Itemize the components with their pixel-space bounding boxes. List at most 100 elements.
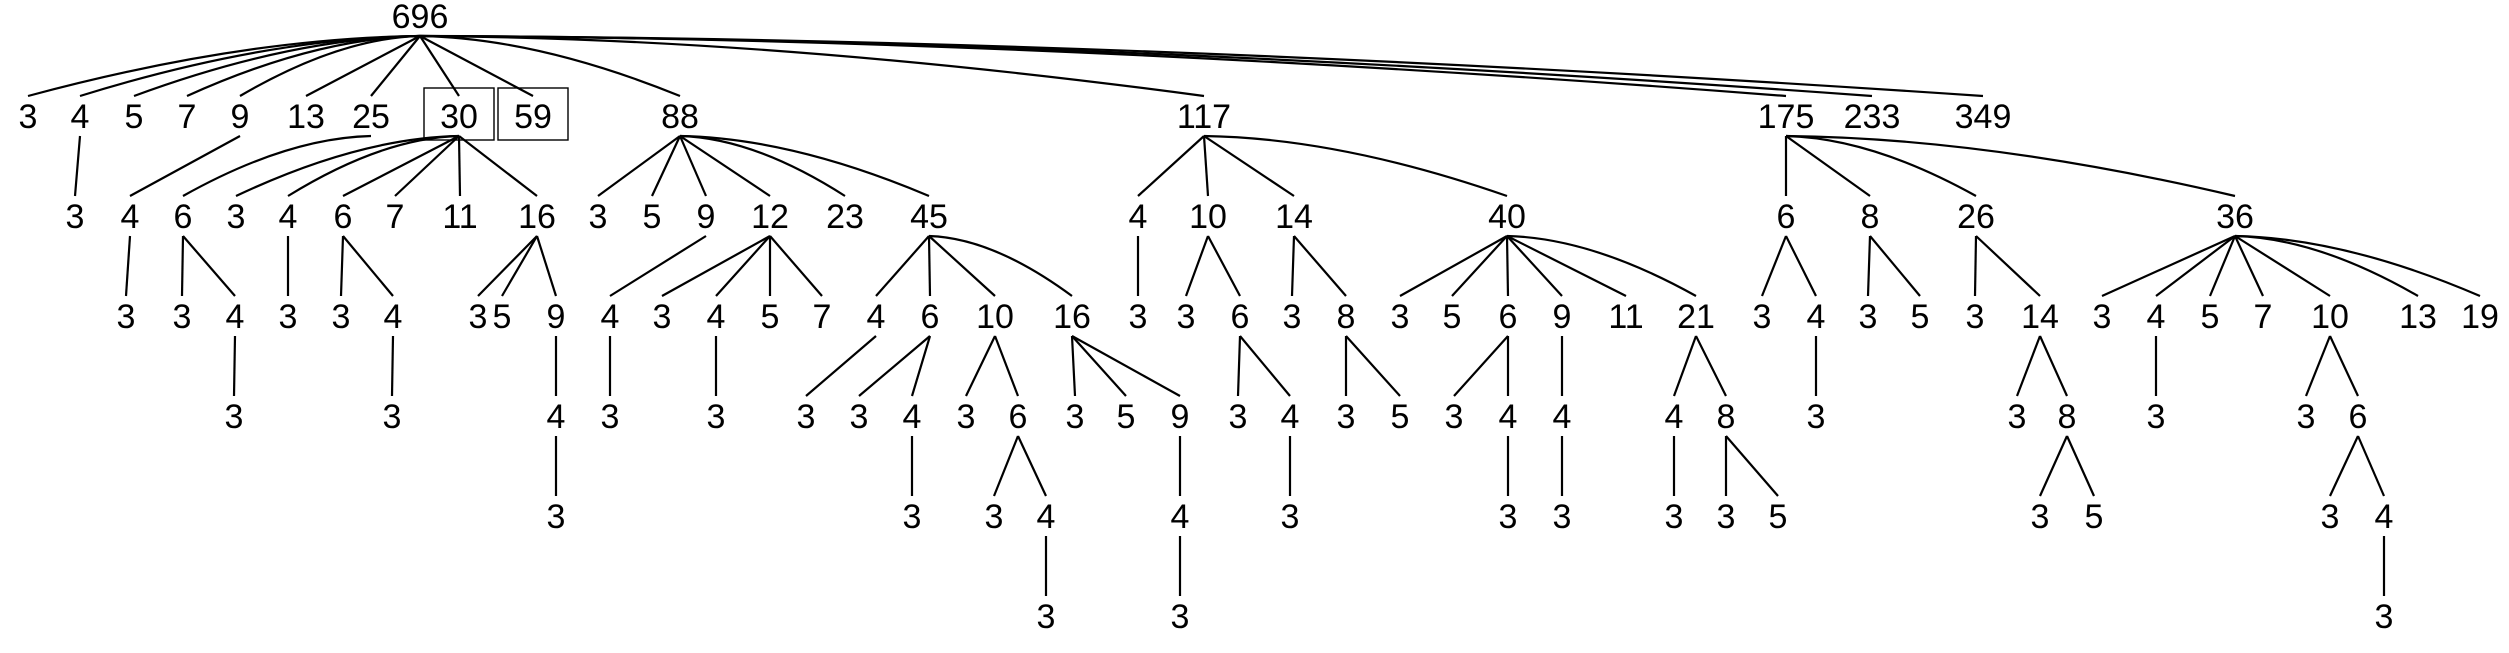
node-label-n696-30-4-3: 3 (279, 298, 298, 336)
edge-n696-30-to-n696-30-16 (458, 135, 538, 197)
edge-n696-25-to-n696-25-6 (182, 134, 372, 197)
node-label-n696-25-6-4: 4 (226, 298, 245, 336)
edge-n696-30-to-n696-30-7 (394, 135, 460, 197)
node-label-n696-117-10: 10 (1189, 198, 1227, 236)
edge-n696-to-n696-9 (239, 34, 421, 97)
node-label-n696-30-11: 11 (442, 198, 477, 236)
node-label-n696-7: 7 (178, 98, 197, 136)
node-label-n696-88-23: 23 (826, 198, 864, 236)
edge-n696-117-40-21-to-n696-117-40-21-4 (1672, 335, 1698, 397)
edge-n696-175-8-to-n696-175-8-3 (1866, 235, 1872, 297)
edge-n696-to-n696-88 (419, 34, 681, 98)
node-label-n696-88-45: 45 (910, 198, 948, 236)
edge-n696-175-36-10-6-to-n696-175-36-10-6-3 (2329, 435, 2359, 497)
edge-n696-88-12-to-n696-88-12-7 (769, 235, 823, 297)
node-label-n696-175-26-14-8-3: 3 (2031, 498, 2050, 536)
node-label-n696-117-10-6-3: 3 (1229, 398, 1248, 436)
edge-n696-25-6-to-n696-25-6-4 (182, 235, 236, 297)
edge-n696-175-26-14-8-to-n696-175-26-14-8-3 (2038, 435, 2069, 497)
edge-n696-30-16-to-n696-30-16-3 (477, 235, 538, 297)
edge-n696-30-16-to-n696-30-16-9 (535, 235, 558, 297)
node-label-n696-117-40-5: 5 (1443, 298, 1462, 336)
node-label-n696-88-12: 12 (751, 198, 789, 236)
edge-n696-88-45-6-to-n696-88-45-6-4 (910, 335, 932, 397)
node-label-n696-88-45-16: 16 (1053, 298, 1091, 336)
node-label-n696-88-45-10-6-4-3: 3 (1037, 598, 1056, 636)
node-label-n696-175-36-10: 10 (2311, 298, 2349, 336)
edge-n696-175-36-10-6-to-n696-175-36-10-6-4 (2356, 435, 2386, 497)
node-label-n696-88-45-10: 10 (976, 298, 1014, 336)
edge-n696-175-36-to-n696-175-36-19 (2234, 234, 2481, 298)
node-label-n696-30-3: 3 (227, 198, 246, 236)
node-label-n696-88-45-6: 6 (921, 298, 940, 336)
edge-n696-to-n696-25 (370, 35, 421, 97)
node-label-n696-88-45-6-3: 3 (850, 398, 869, 436)
highlight-box-n696-30 (423, 87, 495, 141)
node-label-n696-88-9-4: 4 (601, 298, 620, 336)
node-label-n696-25-6-3: 3 (173, 298, 192, 336)
edge-n696-175-36-to-n696-175-36-13 (2234, 234, 2419, 297)
edge-n696-175-to-n696-175-36 (1785, 134, 2236, 198)
edge-n696-175-36-10-to-n696-175-36-10-6 (2329, 335, 2359, 397)
node-label-n696-175-36-5: 5 (2201, 298, 2220, 336)
node-label-n696-175-36-10-6-3: 3 (2321, 498, 2340, 536)
edge-n696-117-10-6-to-n696-117-10-6-3 (1236, 335, 1242, 397)
node-label-n696-88-45-16-9-4: 4 (1171, 498, 1190, 536)
node-label-n696-117-40-9: 9 (1553, 298, 1572, 336)
edge-n696-117-10-to-n696-117-10-3 (1184, 235, 1210, 297)
node-label-n696-117-40-21-8: 8 (1717, 398, 1736, 436)
node-label-n696-88-3: 3 (589, 198, 608, 236)
node-label-n696-117-40-21-8-5: 5 (1769, 498, 1788, 536)
node-label-n696-88: 88 (661, 98, 699, 136)
node-label-n696-175-36: 36 (2216, 198, 2254, 236)
edge-n696-88-45-16-to-n696-88-45-16-5 (1071, 335, 1127, 397)
node-label-n696-175-36-19: 19 (2461, 298, 2499, 336)
edge-n696-88-45-16-to-n696-88-45-16-9 (1071, 335, 1181, 397)
node-label-n696-88-45-10-6: 6 (1009, 398, 1028, 436)
edge-n696-30-6-4-to-n696-30-6-4-3 (390, 335, 395, 397)
node-label-n696-175-8-3: 3 (1859, 298, 1878, 336)
node-label-n696-117-4: 4 (1129, 198, 1148, 236)
node-label-n696-88-12-3: 3 (653, 298, 672, 336)
node-label-n696-88-12-5: 5 (761, 298, 780, 336)
node-label-n696-30-6-3: 3 (332, 298, 351, 336)
edge-n696-117-40-21-8-to-n696-117-40-21-8-5 (1725, 435, 1779, 497)
node-label-n696-175-26-14-3: 3 (2008, 398, 2027, 436)
edge-n696-30-16-to-n696-30-16-5 (501, 235, 538, 297)
node-label-n696-175-36-10-6-4: 4 (2375, 498, 2394, 536)
node-label-n696-30-4: 4 (279, 198, 298, 236)
edge-n696-88-45-10-to-n696-88-45-10-6 (993, 335, 1020, 397)
node-label-n696-117-40-21-4: 4 (1665, 398, 1684, 436)
edge-n696-88-45-10-to-n696-88-45-10-3 (965, 335, 996, 397)
edge-n696-88-12-to-n696-88-12-3 (661, 235, 771, 297)
edge-n696-117-to-n696-117-10 (1202, 135, 1210, 197)
node-label-n696-25-6-4-3: 3 (225, 398, 244, 436)
edge-n696-117-14-8-to-n696-117-14-8-5 (1345, 335, 1401, 397)
edge-n696-117-to-n696-117-4 (1137, 135, 1205, 197)
edge-n696-175-6-to-n696-175-6-4 (1785, 235, 1817, 297)
edge-n696-175-26-14-to-n696-175-26-14-3 (2015, 335, 2042, 397)
node-label-n696-88-45-16-9: 9 (1171, 398, 1190, 436)
edge-n696-25-6-4-to-n696-25-6-4-3 (232, 335, 237, 397)
node-label-n696-117-40-6-4-3: 3 (1499, 498, 1518, 536)
edge-n696-88-45-to-n696-88-45-10 (928, 235, 996, 297)
node-label-n696-117-14-3: 3 (1283, 298, 1302, 336)
edge-n696-88-45-4-to-n696-88-45-4-3 (805, 335, 877, 397)
edge-n696-175-6-to-n696-175-6-3 (1760, 235, 1788, 297)
node-label-n696-117-14: 14 (1275, 198, 1313, 236)
edge-n696-to-n696-4 (79, 34, 421, 98)
edge-n696-88-45-6-to-n696-88-45-6-3 (858, 335, 931, 397)
node-label-n696-30-16: 16 (518, 198, 556, 236)
edge-n696-175-36-to-n696-175-36-3 (2101, 234, 2236, 298)
node-label-n696-117-40: 40 (1488, 198, 1526, 236)
node-label-n696-117-40-9-4-3: 3 (1553, 498, 1572, 536)
edge-n696-88-to-n696-88-5 (651, 135, 681, 197)
node-label-n696-175-6-3: 3 (1753, 298, 1772, 336)
node-label-n696-175-36-4: 4 (2147, 298, 2166, 336)
edge-n696-88-to-n696-88-45 (679, 134, 930, 198)
node-label-n696-117-10-3: 3 (1177, 298, 1196, 336)
node-label-n696-349: 349 (1955, 98, 2012, 136)
edge-n696-175-8-to-n696-175-8-5 (1869, 235, 1921, 297)
edge-n696-117-10-to-n696-117-10-6 (1207, 235, 1241, 297)
node-label-n696-175-36-4-3: 3 (2147, 398, 2166, 436)
